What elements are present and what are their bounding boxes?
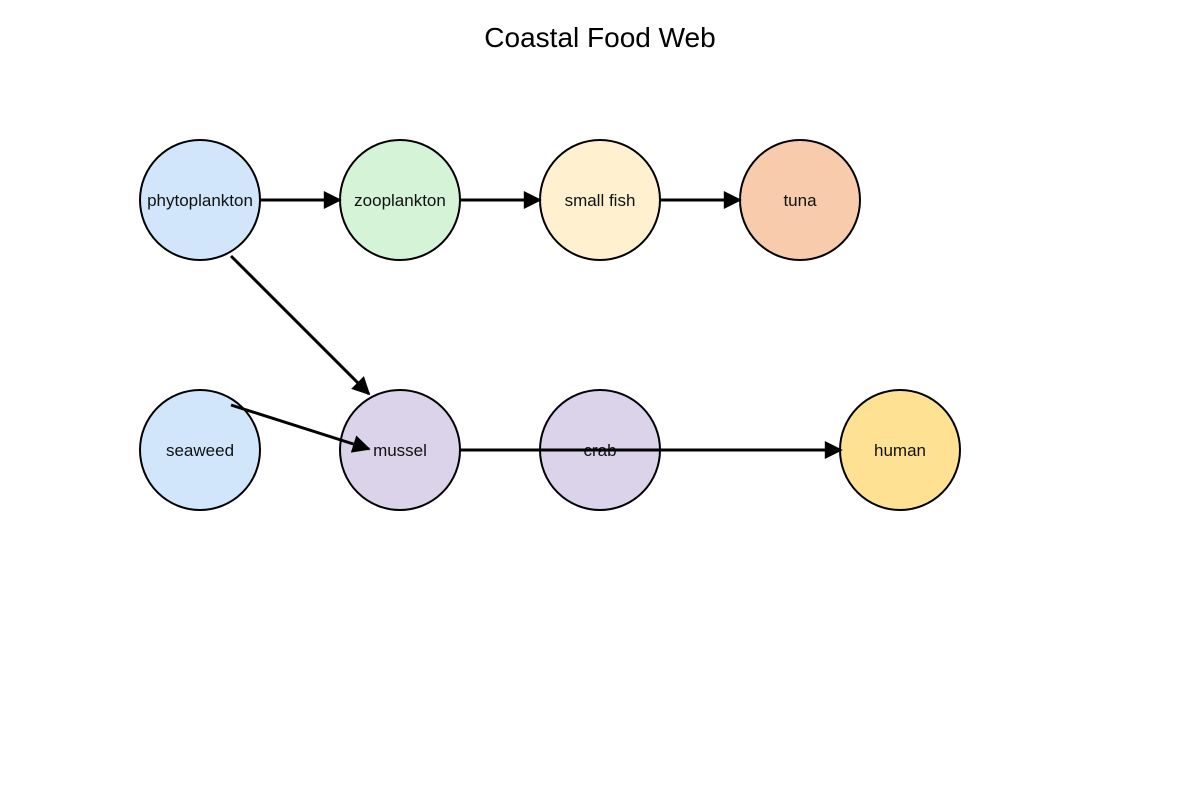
node-phytoplankton: phytoplankton: [139, 139, 261, 261]
node-label: tuna: [783, 191, 817, 210]
nodes-layer: phytoplankton zooplankton small fish tuna se…: [139, 139, 961, 511]
node-label: zooplankton: [354, 191, 446, 210]
node-human: human: [839, 389, 961, 511]
edge-seaweed-to-mussel: [230, 403, 371, 453]
node-zooplankton: zooplankton: [339, 139, 461, 261]
diagram-title: Coastal Food Web: [484, 22, 716, 53]
node-tuna: tuna: [739, 139, 861, 261]
node-label: mussel: [373, 441, 427, 460]
node-small-fish: small fish: [539, 139, 661, 261]
node-mussel: mussel: [339, 389, 461, 511]
edge-phytoplankton-to-mussel: [229, 254, 371, 396]
node-label: human: [874, 441, 926, 460]
node-circle: [139, 389, 261, 511]
node-seaweed: seaweed: [139, 389, 261, 511]
node-label: phytoplankton: [147, 191, 253, 210]
node-label: small fish: [565, 191, 636, 210]
node-label: seaweed: [166, 441, 234, 460]
